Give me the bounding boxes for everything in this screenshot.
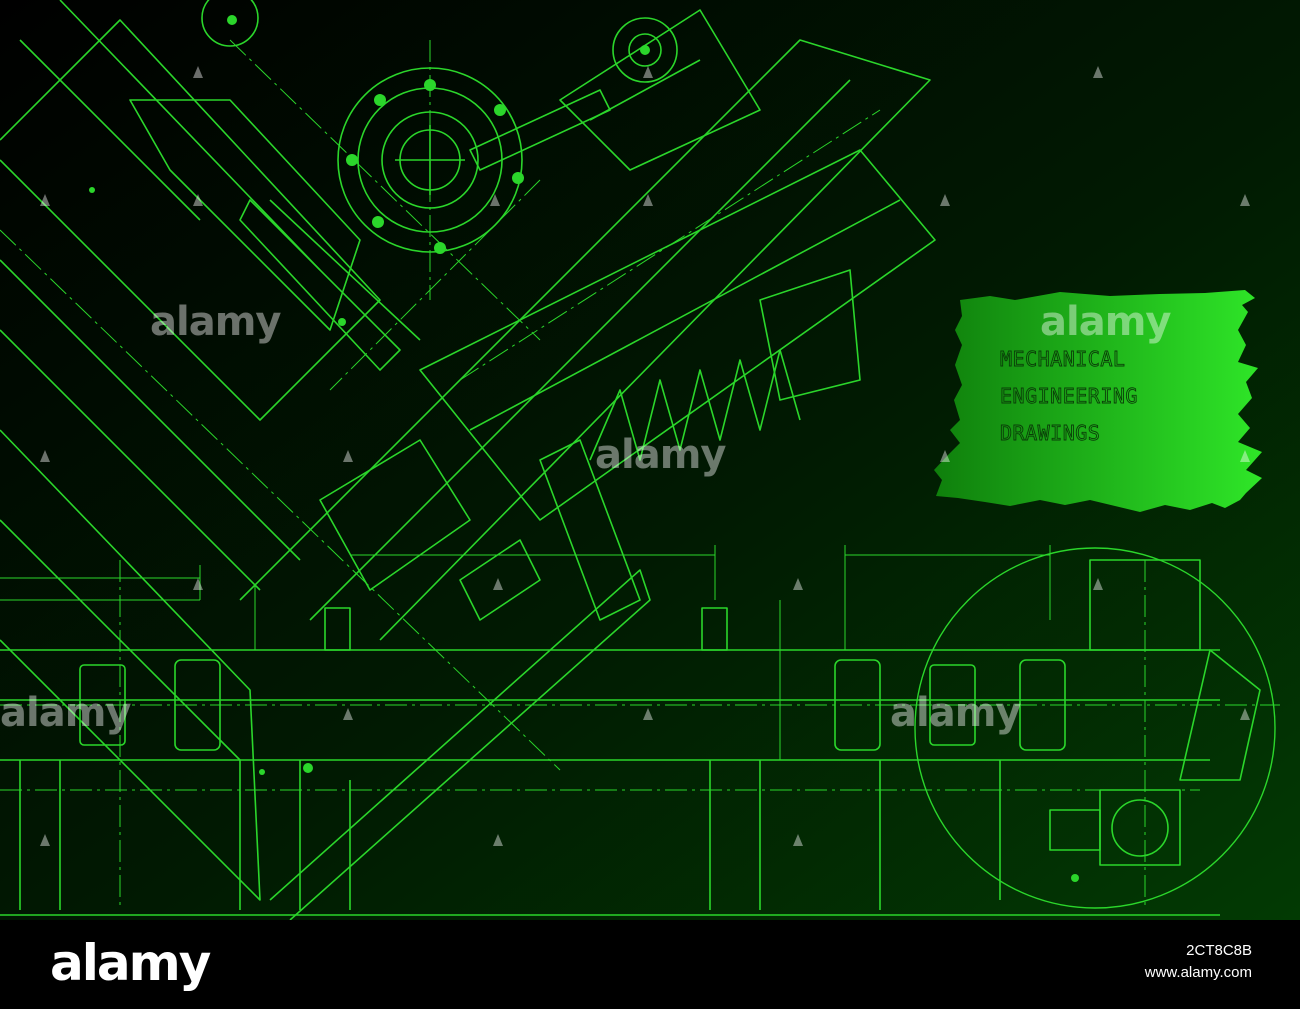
stamp-line-3: DRAWINGS — [1000, 421, 1100, 445]
footer-bar: alamy 2CT8C8B www.alamy.com — [0, 920, 1300, 1009]
image-id: 2CT8C8B — [1186, 942, 1252, 959]
watermark: alamy — [1040, 299, 1171, 345]
stamp-background — [934, 290, 1262, 512]
centerlines — [0, 39, 1280, 910]
watermark: alamy — [150, 299, 281, 345]
title-stamp: MECHANICAL ENGINEERING DRAWINGS — [934, 290, 1262, 512]
bolts — [89, 15, 1079, 882]
footer-logo: alamy — [50, 934, 211, 992]
watermarks: alamy alamy alamy alamy alamy — [0, 299, 1172, 736]
stamp-line-2: ENGINEERING — [1000, 384, 1138, 408]
dimension-lines — [0, 545, 1051, 760]
site-url: www.alamy.com — [1144, 964, 1252, 981]
stamp-line-1: MECHANICAL — [1000, 347, 1125, 371]
watermark: alamy — [890, 690, 1021, 736]
watermark: alamy — [0, 690, 131, 736]
watermark-markers — [40, 66, 1250, 846]
engineering-drawing: MECHANICAL ENGINEERING DRAWINGS alamy al… — [0, 0, 1300, 920]
detail-circle — [914, 547, 1276, 909]
watermark: alamy — [595, 432, 726, 478]
